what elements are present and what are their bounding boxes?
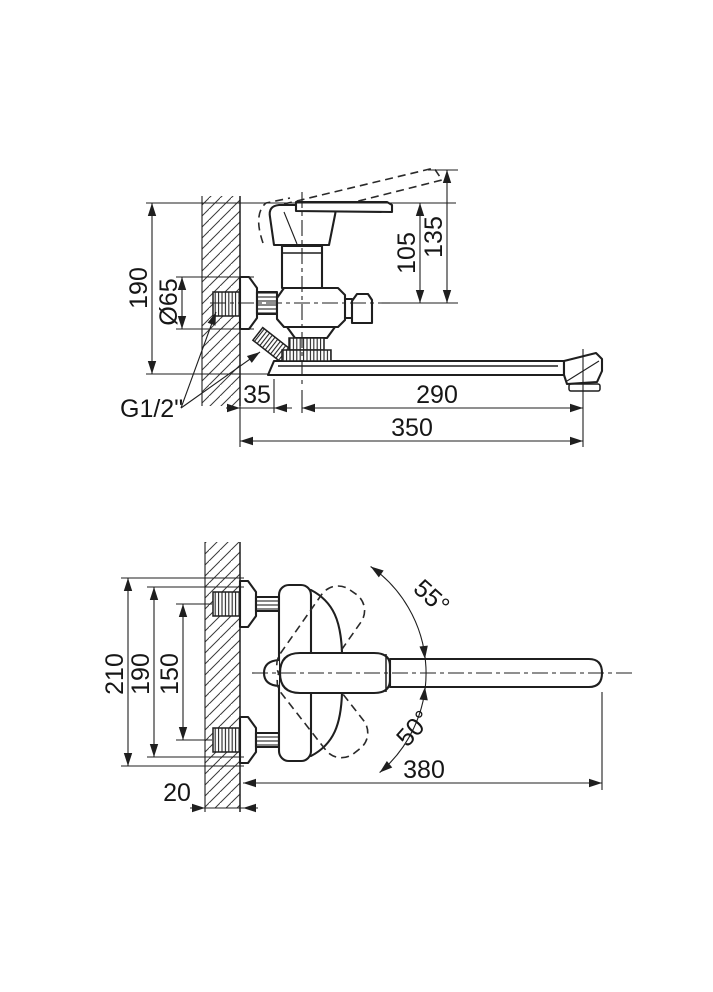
thread-label: G1/2" (120, 395, 183, 423)
wall-section-plan (204, 542, 241, 812)
dim-label-reach-380: 380 (403, 756, 445, 784)
wall-hatch-plan (205, 542, 240, 808)
spout (266, 351, 604, 392)
plan-view-dimensions: 210 190 150 380 20 (101, 577, 603, 813)
dim-label-width-190: 190 (127, 653, 155, 695)
side-view: 190 Ø65 105 135 35 290 (120, 167, 604, 447)
handle-lever (294, 200, 394, 214)
check-valve (343, 292, 374, 325)
body-waist-lower (309, 691, 344, 758)
wall-nipple-upper (212, 591, 241, 617)
dim-label-flange-diameter: Ø65 (155, 278, 183, 325)
spout-hub (278, 651, 392, 695)
dim-label-spacing-150: 150 (156, 653, 184, 695)
wall-nipple-lower (212, 727, 241, 753)
plan-view: 55° 50° 210 190 1 (101, 542, 634, 813)
dim-label-reach-290: 290 (416, 381, 458, 409)
escutcheon-upper (238, 579, 281, 629)
angle-label-50: 50° (391, 705, 437, 752)
dim-label-wall-offset-35: 35 (243, 381, 271, 409)
aerator (568, 383, 601, 392)
wall-nipple (212, 291, 241, 317)
dim-label-handle-height-105: 105 (393, 232, 421, 274)
dim-label-raised-height-135: 135 (420, 216, 448, 258)
side-view-dimensions: 190 Ø65 105 135 35 290 (120, 169, 584, 447)
body-waist-upper (309, 588, 344, 655)
dim-label-width-210: 210 (101, 653, 129, 695)
angle-label-55: 55° (408, 574, 455, 620)
dim-label-reach-350: 350 (391, 414, 433, 442)
dim-label-height-190: 190 (125, 267, 153, 309)
dim-label-wall-20: 20 (163, 779, 191, 807)
thread-callout: G1/2" (120, 310, 263, 423)
escutcheon-lower (238, 715, 281, 765)
handle (268, 200, 394, 247)
